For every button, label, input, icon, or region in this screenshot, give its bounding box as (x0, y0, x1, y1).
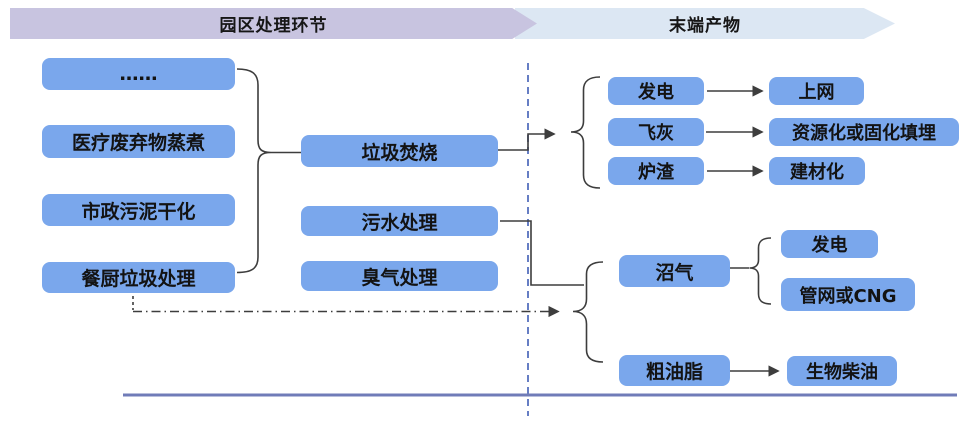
box-medical-waste-cooking: 医疗废弃物蒸煮 (42, 125, 235, 158)
sewage-to-biogas-line (500, 220, 584, 286)
box-crude-grease: 粗油脂 (619, 355, 730, 386)
banner-end-products-label: 末端产物 (669, 16, 741, 36)
box-grid-connection: 上网 (769, 77, 864, 105)
box-incineration: 垃圾焚烧 (301, 135, 498, 167)
box-recycling-or-landfill: 资源化或固化填埋 (769, 118, 959, 146)
banner-process-stage: 园区处理环节 (10, 8, 537, 39)
incineration-products-brace (570, 76, 601, 189)
box-fly-ash: 飞灰 (608, 118, 704, 146)
box-sludge-drying: 市政污泥干化 (42, 194, 235, 226)
box-biogas-power: 发电 (781, 230, 878, 258)
box-odor-treatment: 臭气处理 (301, 261, 498, 291)
box-power-generation: 发电 (608, 77, 704, 105)
box-more-sources: …… (42, 58, 235, 90)
box-building-material: 建材化 (769, 157, 865, 185)
box-biodiesel: 生物柴油 (787, 356, 897, 386)
sources-brace (236, 68, 272, 274)
box-pipeline-or-cng: 管网或CNG (781, 278, 915, 311)
box-biogas: 沼气 (619, 255, 730, 287)
digestion-products-brace (572, 261, 604, 363)
banner-end-products: 末端产物 (515, 8, 895, 39)
box-sewage-treatment: 污水处理 (301, 206, 498, 236)
incineration-output-arrow (498, 128, 556, 151)
biogas-uses-brace (749, 237, 772, 305)
box-kitchen-waste: 餐厨垃圾处理 (42, 262, 235, 293)
box-slag: 炉渣 (608, 157, 704, 185)
banner-process-stage-label: 园区处理环节 (219, 16, 328, 36)
